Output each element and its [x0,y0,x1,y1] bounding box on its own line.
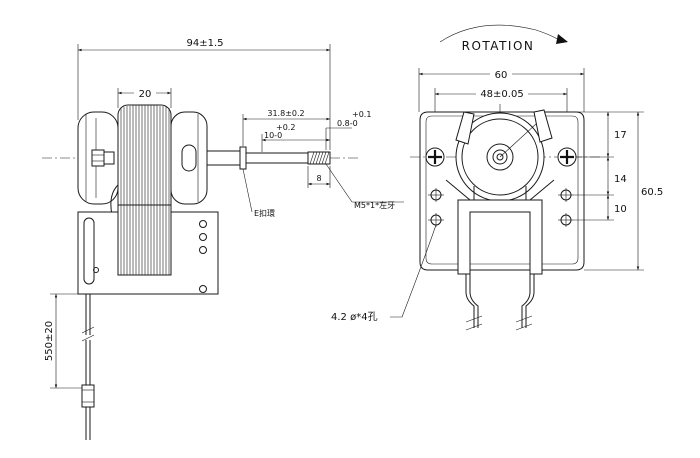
screw-cross-left [428,150,442,164]
front-view: ROTATION 60 48±0.05 ø5 [331,24,666,331]
lamination-lines-lower [120,205,170,275]
pole-piece-right [533,109,553,143]
front-lead [521,274,531,328]
dim-14-label: 14 [614,174,627,185]
thread-spec-label: M5*1*左牙 [354,200,395,210]
rotor-housing-inner [461,118,539,196]
height-label: 60.5 [641,187,663,198]
bracket-hole [199,220,207,228]
frame-inner [425,115,579,265]
label-bg [490,67,512,80]
bracket-hole [199,233,207,241]
yoke-edge [529,179,555,201]
shaft-inner [496,153,504,161]
tol-lower-plus: +0.2 [276,123,295,132]
thread-length-label: 8 [316,174,321,183]
dim-10-label: 10 [614,204,627,215]
pole-piece-left [455,111,475,145]
wire-connector [81,384,95,408]
yoke-edge [445,179,471,201]
front-lead [469,274,479,328]
thread-lines [309,151,330,165]
stator-yoke [457,199,543,275]
label-bg [134,86,156,99]
holes-spec-leader [390,224,437,318]
tol-upper-plus: +0.1 [352,110,371,119]
rear-washer [103,151,115,165]
bracket-hole [199,246,207,254]
front-lead [465,274,475,328]
screw-cross-right [560,150,574,164]
holes-spec-label: 4.2 ø*4孔 [331,311,378,323]
bracket-slot [83,217,95,285]
label-bg [640,184,666,198]
e-ring-leader [242,168,253,213]
core-width-label: 20 [139,89,152,100]
thread-leader [325,163,353,203]
rotation-label: ROTATION [462,39,535,53]
e-ring-label: E扣環 [254,208,275,218]
lead-length-label: 550±20 [44,321,55,361]
rear-nut [91,149,105,167]
shaft-dia-leader [499,123,537,158]
side-view: 94±1.5 20 [42,38,404,440]
front-lead [525,274,535,328]
shaft-collar [206,150,246,166]
break-mark [81,326,95,342]
front-break-marks [465,315,533,331]
front-bearing [181,144,197,172]
e-ring [239,146,247,170]
shaft-length-label: 31.8±0.2 [267,109,304,118]
hole-spacing-label: 48±0.05 [480,89,523,100]
dim-17-label: 17 [614,130,627,141]
width-label: 60 [495,70,508,81]
rotation-arrow [556,34,568,44]
label-bg [476,87,528,100]
tol-lower-base: 10-0 [264,131,282,140]
shaft-circle [492,149,508,165]
bracket-hole [93,267,99,273]
rotation-arc [439,24,563,43]
tol-upper-base: 0.8-0 [337,119,358,128]
bracket-hole [199,285,207,293]
bearing-boss [486,143,514,171]
overall-length-label: 94±1.5 [186,38,223,49]
